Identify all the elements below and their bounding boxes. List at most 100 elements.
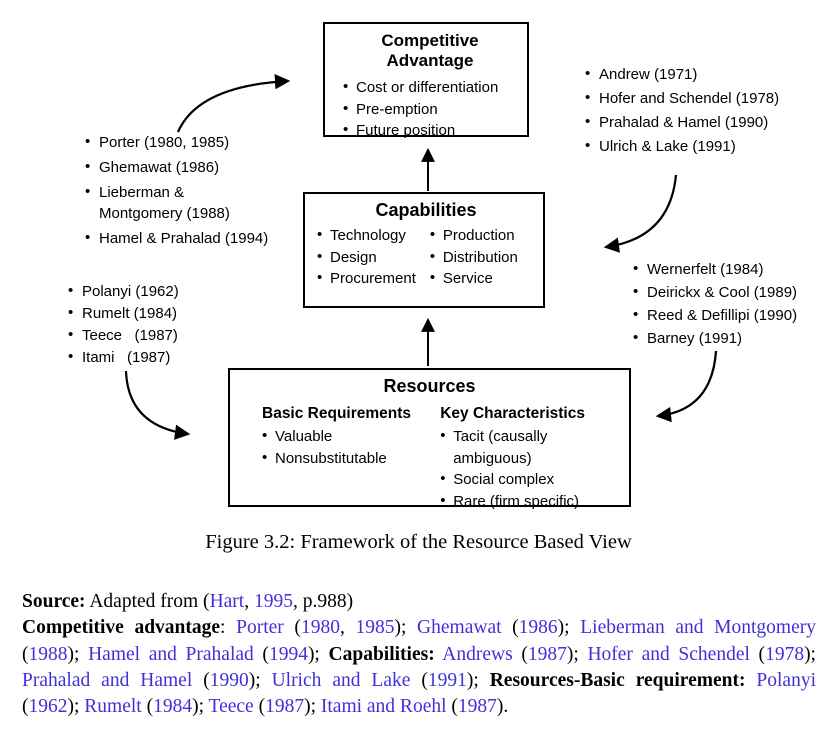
- capabilities-title: Capabilities: [375, 200, 477, 220]
- bullet-item: Nonsubstitutable: [262, 447, 420, 470]
- source-text: (: [410, 669, 428, 691]
- citation-link[interactable]: Ghemawat: [417, 617, 502, 639]
- source-text: (: [22, 643, 29, 665]
- source-text: );: [67, 696, 85, 718]
- basic-requirements-group: Basic Requirements ValuableNonsubstituta…: [262, 405, 420, 512]
- citation-link[interactable]: Teece: [208, 696, 254, 718]
- arrow-bottomleft-to-resources: [124, 370, 191, 440]
- citation-link[interactable]: 1987: [527, 643, 567, 665]
- source-text: (: [283, 617, 301, 639]
- bullet-item: Production: [430, 224, 535, 247]
- citation-link[interactable]: 1994: [268, 643, 308, 665]
- citation-link[interactable]: Hart: [209, 591, 245, 612]
- source-text: );: [557, 617, 581, 639]
- source-text: ,: [339, 617, 356, 639]
- resources-box: Resources Basic Requirements ValuableNon…: [228, 368, 631, 511]
- citation-link[interactable]: 1987: [457, 696, 497, 718]
- bullet-item: Barney (1991): [633, 326, 833, 350]
- citation-link[interactable]: Andrews: [442, 643, 513, 665]
- citation-link[interactable]: 1985: [355, 617, 395, 639]
- source-text: );: [67, 643, 89, 665]
- bullet-item: Design: [317, 246, 430, 269]
- bullet-item: Technology: [317, 224, 430, 247]
- source-text: (: [22, 696, 29, 718]
- source-text: );: [192, 696, 209, 718]
- figure-caption: Figure 3.2: Framework of the Resource Ba…: [205, 531, 632, 553]
- bullet-item: Porter (1980, 1985): [85, 132, 271, 154]
- bullet-item: Cost or differentiation: [343, 76, 517, 99]
- capabilities-column-1: TechnologyDesignProcurement: [317, 224, 430, 290]
- citation-link[interactable]: Hofer and Schendel: [587, 643, 750, 665]
- citation-link[interactable]: Lieberman and Montgomery: [580, 617, 816, 639]
- citation-link[interactable]: Ulrich and Lake: [271, 669, 411, 691]
- bullet-item: Service: [430, 267, 535, 290]
- source-text: [745, 670, 756, 691]
- bullet-item: Future position: [343, 119, 517, 142]
- bullet-item: Ulrich & Lake (1991): [585, 134, 820, 159]
- citation-link[interactable]: 1984: [153, 696, 193, 718]
- bullet-item: Hofer and Schendel (1978): [585, 86, 820, 111]
- bullet-item: Rare (firm specific): [440, 490, 621, 513]
- source-text: (: [501, 617, 519, 639]
- arrow-topleft-to-ca: [176, 74, 291, 133]
- source-text: Resources-Basic requirement:: [489, 669, 746, 691]
- competitive-advantage-box: Competitive Advantage Cost or differenti…: [323, 22, 529, 140]
- source-text: );: [566, 643, 588, 665]
- citation-list-top-right: Andrew (1971)Hofer and Schendel (1978)Pr…: [585, 62, 820, 159]
- citation-link[interactable]: Rumelt: [84, 696, 142, 718]
- source-text: (: [512, 643, 528, 665]
- citation-link[interactable]: 1978: [765, 643, 805, 665]
- source-text: Adapted from (: [85, 591, 210, 612]
- key-characteristics-group: Key Characteristics Tacit (causally ambi…: [440, 405, 621, 512]
- bullet-item: Rumelt (1984): [68, 302, 228, 325]
- bullet-item: Distribution: [430, 246, 535, 269]
- capabilities-box: Capabilities TechnologyDesignProcurement…: [303, 192, 545, 308]
- citation-link[interactable]: 1988: [28, 643, 68, 665]
- citation-list-bottom-left: Polanyi (1962)Rumelt (1984)Teece (1987)I…: [68, 280, 228, 369]
- citation-link[interactable]: Hamel and Prahalad: [88, 643, 254, 665]
- source-text: Competitive advantage: [22, 617, 221, 639]
- citation-link[interactable]: Prahalad and Hamel: [22, 669, 193, 691]
- source-text: Capabilities:: [328, 643, 435, 665]
- bullet-item: Ghemawat (1986): [85, 157, 271, 179]
- bullet-item: Procurement: [317, 267, 430, 290]
- source-text: (: [749, 643, 766, 665]
- bullet-item: Lieberman & Montgomery (1988): [85, 182, 271, 224]
- bullet-item: Polanyi (1962): [68, 280, 228, 303]
- citation-link[interactable]: 1995: [253, 591, 293, 612]
- citation-link[interactable]: 1990: [209, 669, 249, 691]
- bullet-item: Hamel & Prahalad (1994): [85, 228, 271, 250]
- citation-link[interactable]: 1991: [427, 669, 467, 691]
- source-text: Source:: [22, 591, 86, 612]
- source-text: ).: [496, 696, 509, 718]
- citation-list-top-left: Porter (1980, 1985) Ghemawat (1986) Lieber…: [85, 132, 271, 254]
- bullet-item: Social complex: [440, 468, 621, 491]
- bullet-item: Deirickx & Cool (1989): [633, 280, 833, 304]
- capabilities-column-2: ProductionDistributionService: [430, 224, 535, 290]
- source-text: );: [307, 643, 329, 665]
- citation-link[interactable]: 1962: [28, 696, 68, 718]
- citation-list-mid-right: Wernerfelt (1984)Deirickx & Cool (1989)R…: [633, 257, 833, 350]
- basic-requirements-bullets: ValuableNonsubstitutable: [262, 425, 420, 470]
- citation-link[interactable]: Polanyi: [756, 669, 816, 691]
- citation-link[interactable]: 1986: [518, 617, 558, 639]
- source-text: ,: [244, 591, 254, 612]
- citation-link[interactable]: Porter: [236, 617, 284, 639]
- citation-link[interactable]: Itami and Roehl: [320, 696, 447, 718]
- source-text: );: [304, 696, 321, 718]
- source-text: (: [253, 696, 266, 718]
- source-text: (: [141, 696, 154, 718]
- arrow-topright-to-capabilities: [603, 174, 678, 253]
- citation-link[interactable]: 1987: [265, 696, 305, 718]
- competitive-advantage-title: Competitive Advantage: [381, 31, 479, 70]
- source-text: :: [220, 617, 237, 639]
- source-text: );: [804, 643, 816, 665]
- resources-columns: Basic Requirements ValuableNonsubstituta…: [238, 405, 621, 512]
- source-paragraph: Source: Adapted from (Hart, 1995, p.988)…: [22, 589, 816, 720]
- citation-link[interactable]: 1980: [300, 617, 340, 639]
- source-text: (: [253, 643, 269, 665]
- source-text: );: [466, 669, 490, 691]
- bullet-item: Valuable: [262, 425, 420, 448]
- source-text: (: [192, 669, 210, 691]
